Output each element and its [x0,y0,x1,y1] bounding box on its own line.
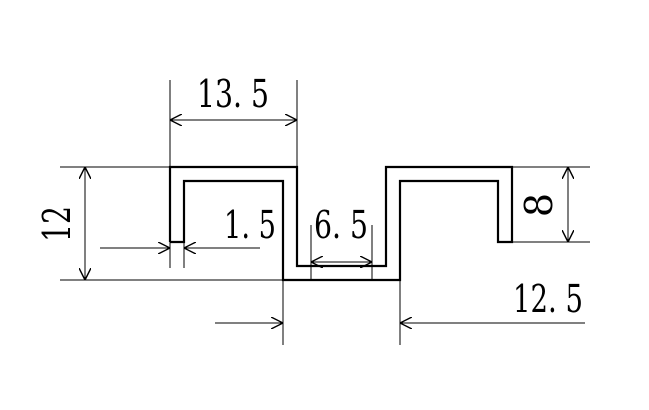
dim-label-bottom-span: 12. 5 [513,277,583,321]
profile-outer-contour [168,165,514,282]
dim-label-total-height: 12 [35,206,79,242]
dim-label-wall-thickness: 1. 5 [224,203,276,247]
dim-label-channel-width: 6. 5 [314,203,368,247]
dim-label-top-width: 13. 5 [197,72,269,116]
dim-label-right-height: 8 [517,193,561,217]
dimension-lines [85,120,585,323]
extension-lines [60,80,590,345]
profile-outline [168,165,514,282]
